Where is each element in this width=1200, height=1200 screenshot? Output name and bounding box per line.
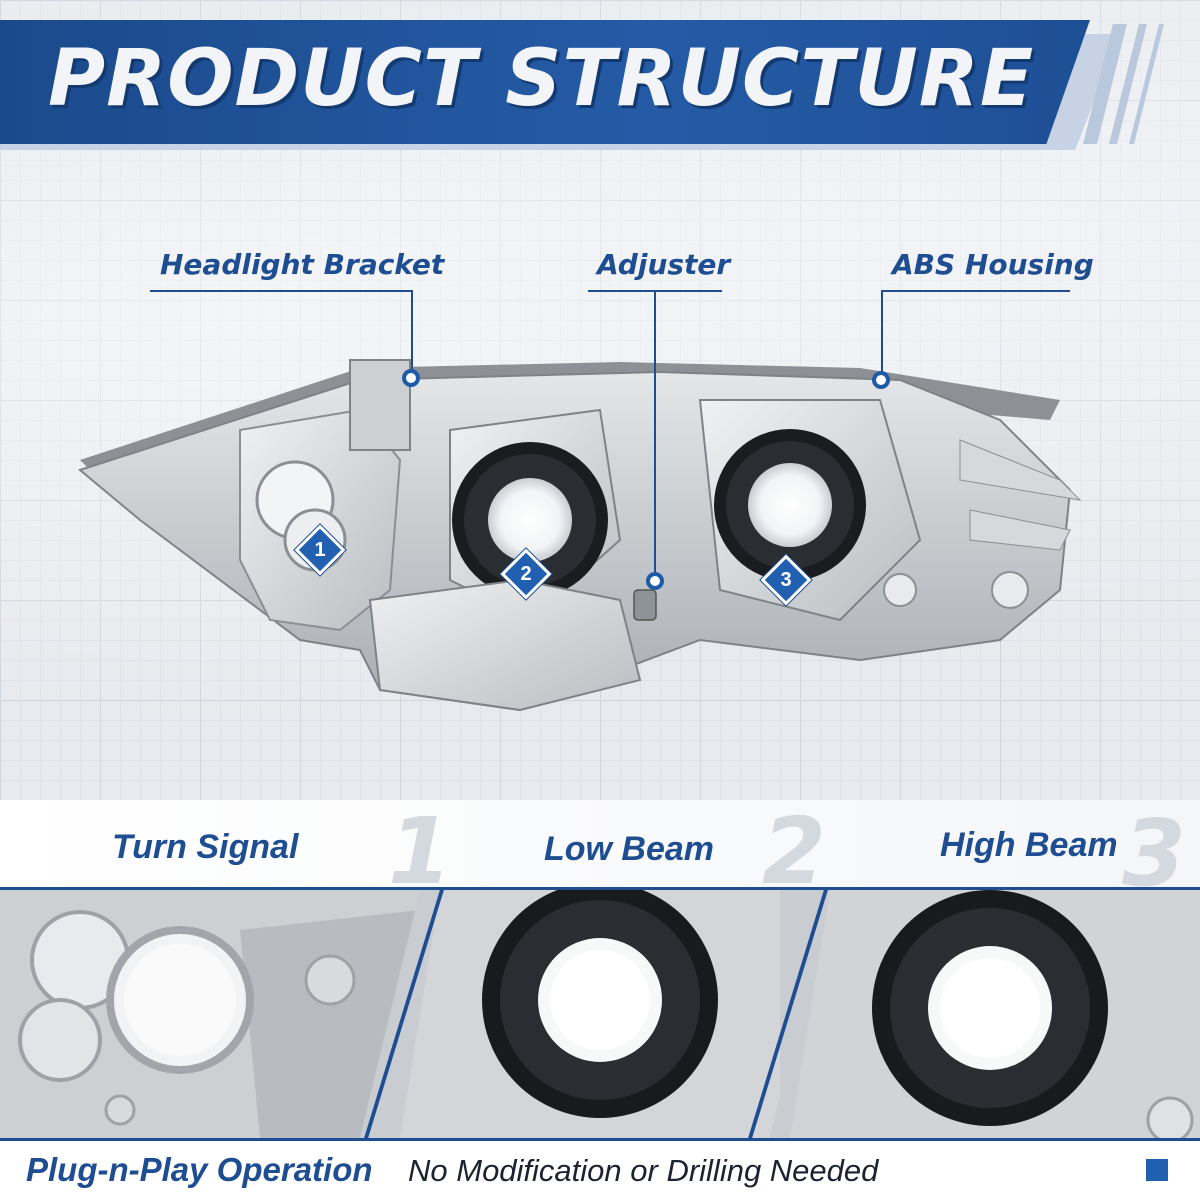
feature-label-turn-signal: Turn Signal [112, 828, 299, 866]
feature-number-1: 1 [388, 798, 453, 905]
callout-leader-line [411, 290, 413, 370]
footer-square-icon [1146, 1159, 1168, 1181]
feature-label-band [0, 800, 1200, 890]
detail-panel-turn-signal [0, 890, 420, 1138]
callout-underline [882, 290, 1070, 292]
footer-text: No Modification or Drilling Needed [408, 1153, 879, 1188]
callout-dot-housing [872, 371, 890, 389]
feature-label-high-beam: High Beam [940, 826, 1118, 864]
title-banner [0, 20, 1090, 144]
feature-label-low-beam: Low Beam [544, 830, 715, 868]
feature-number-3: 3 [1122, 800, 1187, 907]
headlight-illustration [77, 359, 1082, 712]
callout-dot-adjuster [646, 572, 664, 590]
detail-panel-high-beam [770, 890, 1200, 1138]
callout-underline [150, 290, 412, 292]
callout-leader-line [654, 290, 656, 572]
callout-adjuster: Adjuster [597, 248, 731, 281]
callout-leader-line [881, 290, 883, 372]
footer-bar: Plug-n-Play Operation No Modification or… [0, 1138, 1200, 1200]
page-title: PRODUCT STRUCTURE [48, 34, 1035, 124]
detail-panel-low-beam [360, 890, 830, 1138]
callout-dot-bracket [402, 369, 420, 387]
callout-headlight-bracket: Headlight Bracket [160, 248, 445, 281]
callout-abs-housing: ABS Housing [892, 248, 1094, 281]
footer-highlight: Plug-n-Play Operation [26, 1151, 373, 1188]
feature-number-2: 2 [762, 798, 827, 905]
